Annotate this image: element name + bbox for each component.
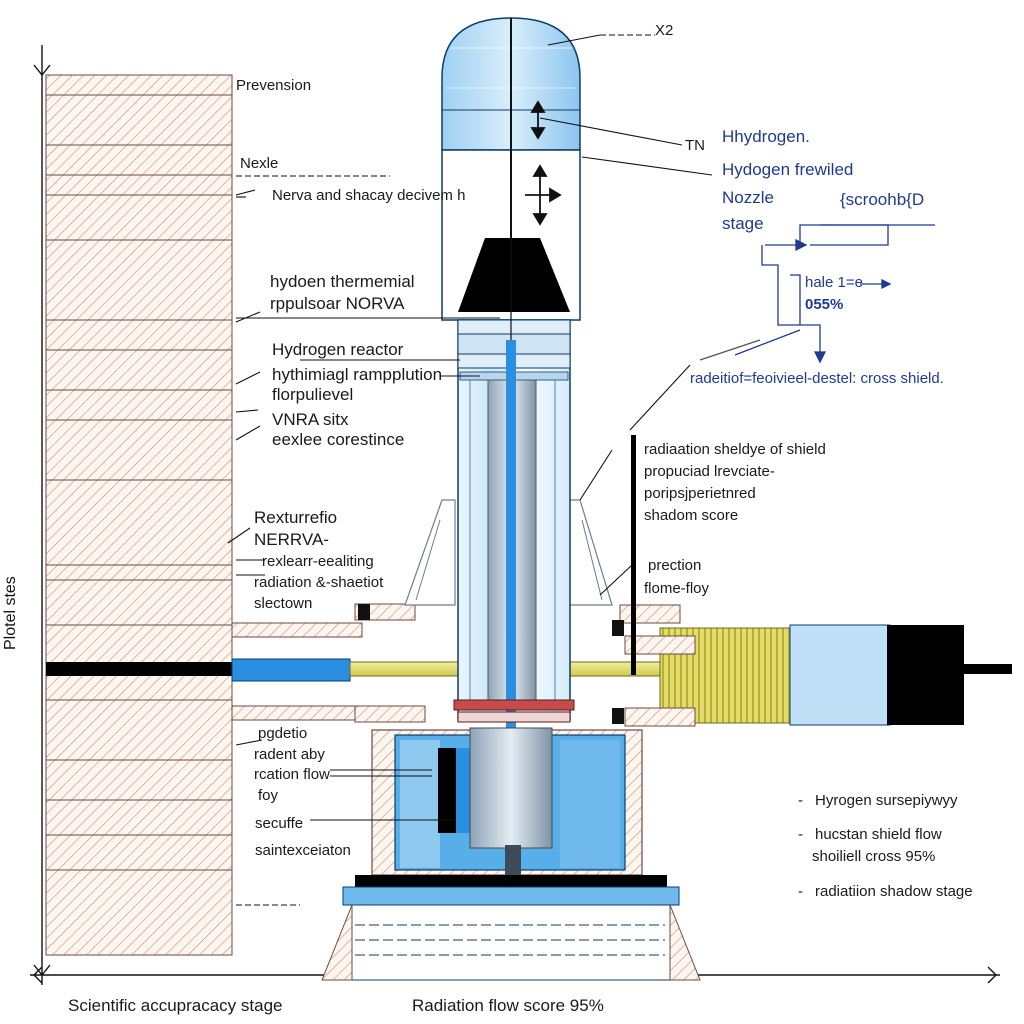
horizontal-pipe-assembly xyxy=(46,603,1012,727)
label-radent-aby: radent aby xyxy=(254,746,325,763)
label-pct-055: 055% xyxy=(805,296,844,313)
legend-item-1: Hyrogen sursepiywyy xyxy=(815,792,958,809)
label-rad-shield-2: propuciad lrevciate- xyxy=(644,463,775,480)
label-rad-shield-1: radiaation sheldye of shield xyxy=(644,441,826,458)
label-hydrogen-right: Hhydrogen. xyxy=(722,127,810,146)
label-bottom-left: Scientific accupracacy stage xyxy=(68,996,283,1015)
left-hatched-wall xyxy=(45,74,233,956)
label-radiation-sh: radiation &-shaetiot xyxy=(254,574,384,591)
label-foy: foy xyxy=(258,787,279,804)
blue-schematic xyxy=(699,224,935,364)
legend-item-3: radiatiion shadow stage xyxy=(815,883,973,900)
label-hydrogen-thermal-1: hydoen thermemial xyxy=(270,272,415,291)
label-hale: hale 1=e xyxy=(805,274,863,291)
label-left-vertical: Plotel stes xyxy=(2,576,19,650)
label-rad-shield-3: poripsjperietnred xyxy=(644,485,756,502)
label-pgdetio: pgdetio xyxy=(258,725,308,742)
engine-body xyxy=(404,17,613,740)
legend-dash-1: - xyxy=(798,792,803,809)
lower-reactor-vessel xyxy=(321,727,701,981)
legend-dash-2: - xyxy=(798,826,803,843)
label-rexturrefio: Rexturrefio xyxy=(254,508,338,527)
cross-arrow xyxy=(525,164,562,226)
label-slectown: slectown xyxy=(254,595,313,612)
label-rcation-flow: rcation flow xyxy=(254,766,330,783)
label-hydrogen-reactor: Hydrogen reactor xyxy=(272,340,404,359)
label-x2: X2 xyxy=(655,22,674,39)
label-nozzle: Nozzle xyxy=(722,188,774,207)
legend-item-2b: shoiliell cross 95% xyxy=(812,848,936,865)
legend-dash-3: - xyxy=(798,883,803,900)
label-hydrogen-freviled: Hydogen frewiled xyxy=(722,160,854,179)
label-bottom-center: Radiation flow score 95% xyxy=(412,996,604,1015)
label-saintexceiaton: saintexceiaton xyxy=(255,842,351,859)
label-prection: prection xyxy=(648,557,702,574)
label-nerva-shadow: Nerva and shacay decivem h xyxy=(272,187,466,204)
label-stage: stage xyxy=(722,214,764,233)
leader-lines xyxy=(227,34,713,906)
label-scroohb: {scroohb{D xyxy=(840,190,925,209)
label-radeitiof: radeitiof=feoivieel-destel: cross shield… xyxy=(690,370,944,387)
label-nexle: Nexle xyxy=(240,155,279,172)
label-rexlearr: rexlearr-eealiting xyxy=(262,553,374,570)
legend-item-2a: hucstan shield flow xyxy=(815,826,942,843)
up-down-arrow xyxy=(530,100,546,140)
label-tn: TN xyxy=(685,137,705,154)
label-nerrva: NERRVA- xyxy=(254,530,329,549)
label-prevension: Prevension xyxy=(236,77,312,94)
label-hydrogen-thermal-2: rppulsoar NORVA xyxy=(270,294,405,313)
label-eexlee: eexlee corestince xyxy=(272,430,405,449)
label-rad-shield-4: shadom score xyxy=(644,507,739,524)
label-vnra: VNRA sitx xyxy=(272,410,349,429)
label-hyth-2: florpulievel xyxy=(272,385,354,404)
right-shield-bar xyxy=(631,435,636,675)
label-hyth-1: hythimiagl rampplution xyxy=(272,365,443,384)
label-flome-floy: flome-floy xyxy=(644,580,710,597)
label-secuffe: secuffe xyxy=(255,815,304,832)
